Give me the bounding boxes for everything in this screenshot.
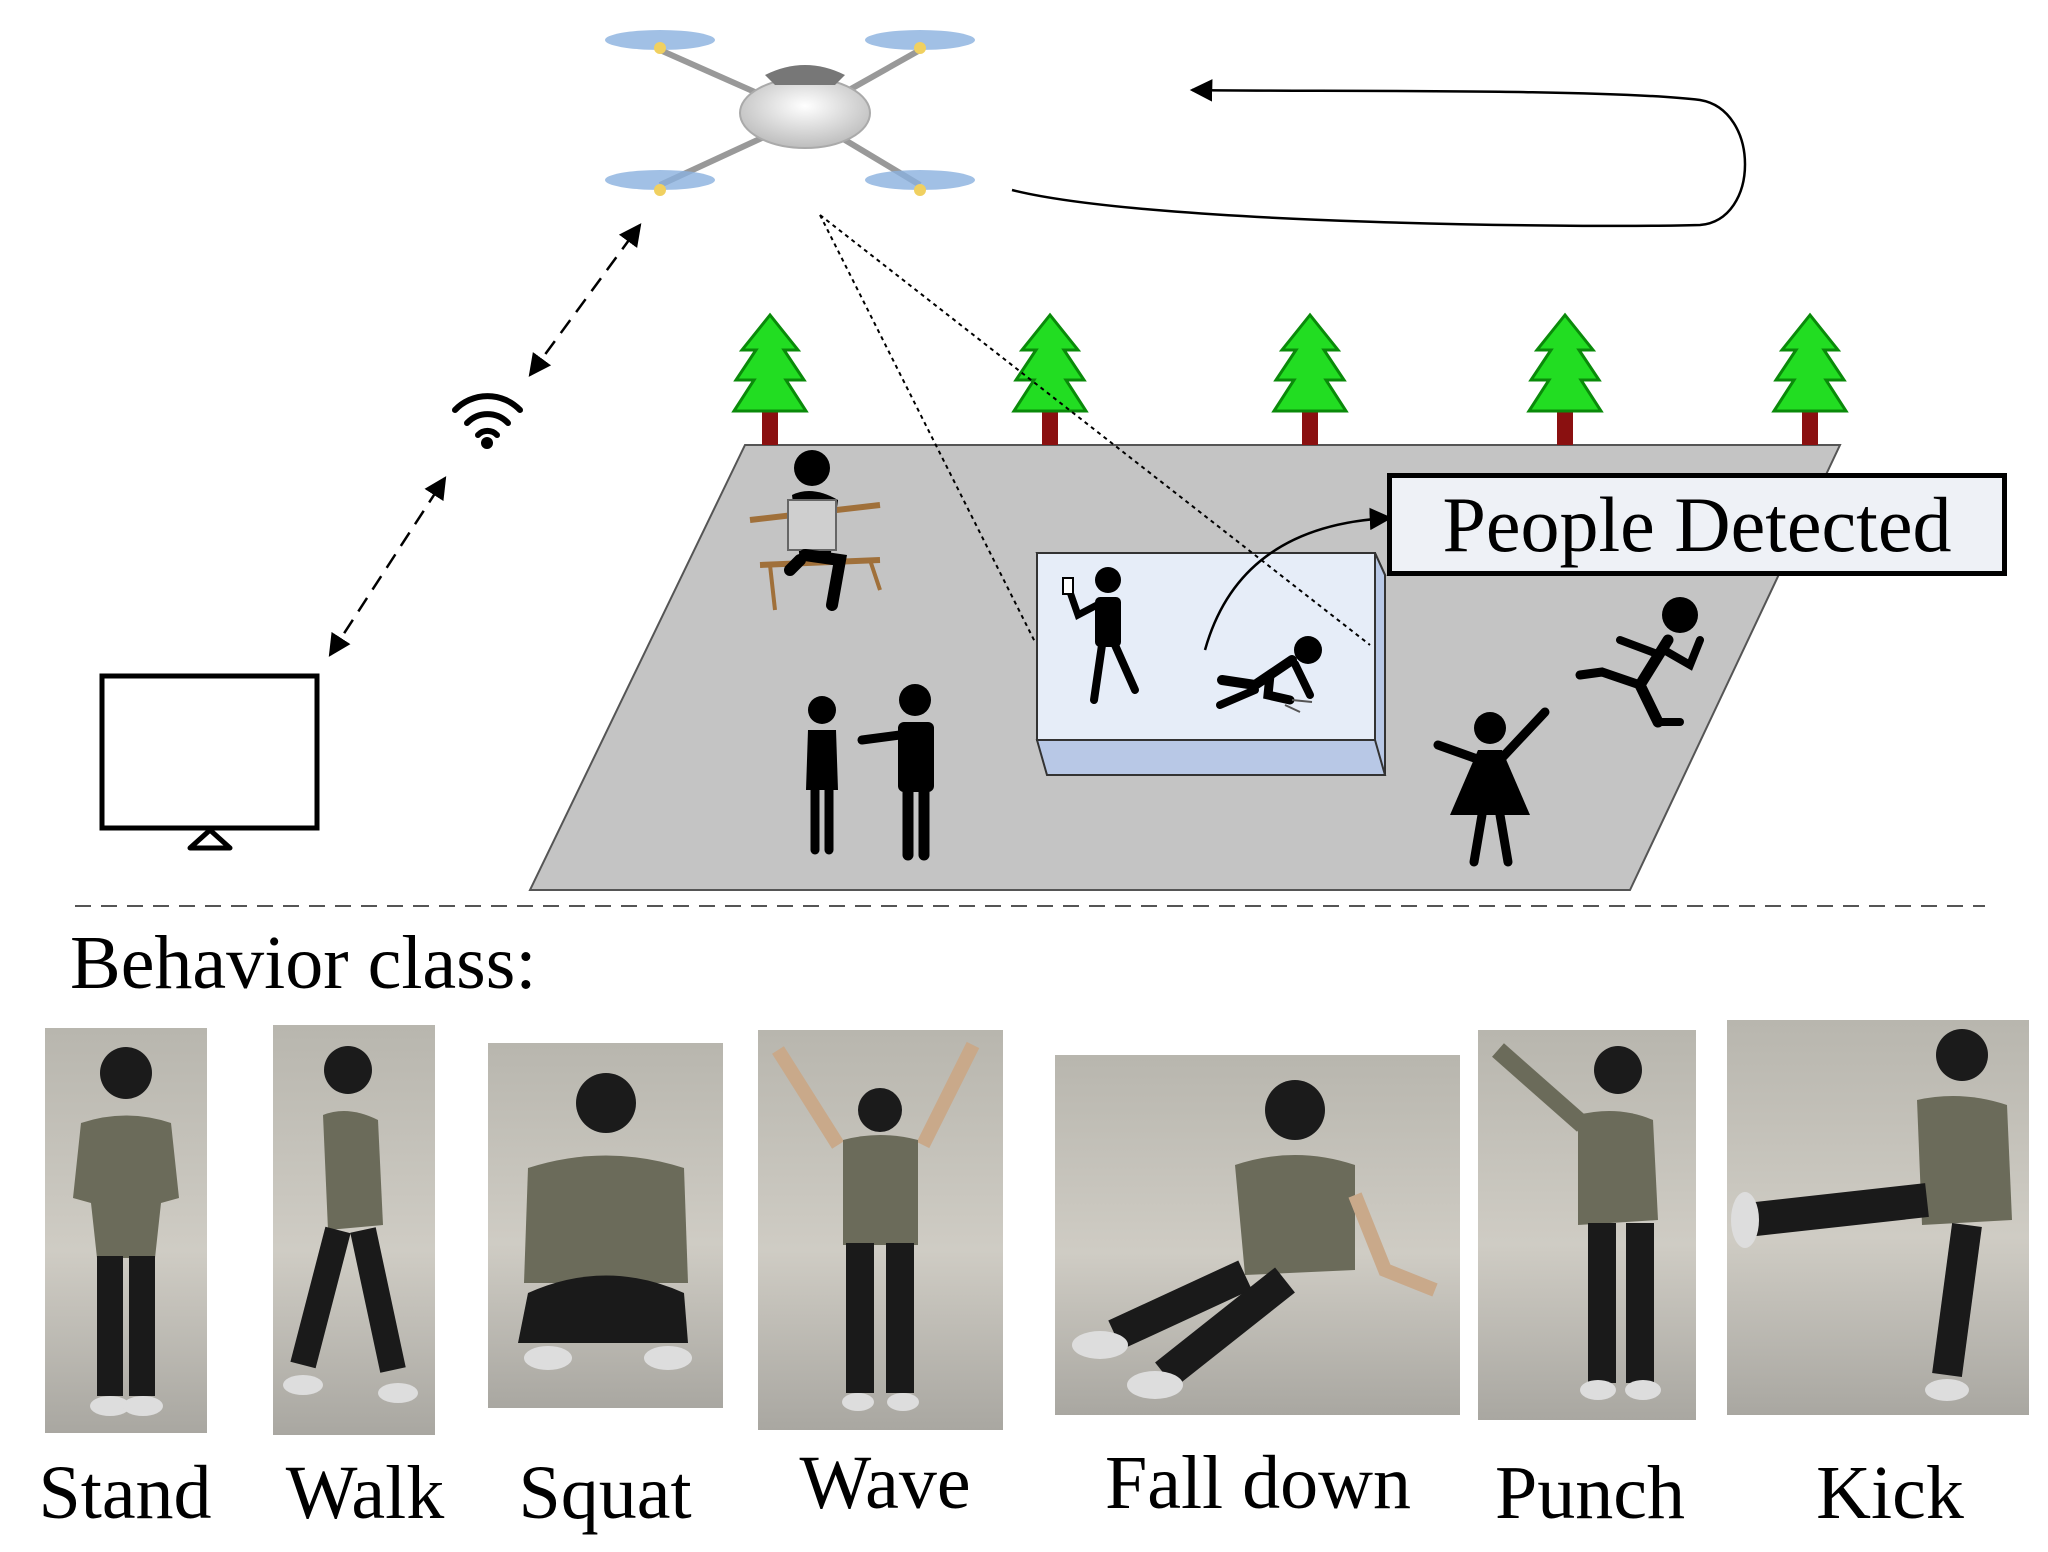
behavior-photo-stand <box>45 1028 207 1433</box>
detection-panel <box>1035 507 1393 776</box>
behavior-label-punch: Punch <box>1495 1451 1685 1535</box>
behavior-label-stand: Stand <box>38 1451 212 1535</box>
behavior-photo-fall-down <box>1055 1055 1460 1415</box>
behavior-label-kick: Kick <box>1816 1451 1964 1535</box>
tree-icon <box>1011 312 1089 445</box>
person-icon <box>1575 597 1704 728</box>
behavior-photo-kick <box>1727 1020 2029 1415</box>
monitor-icon <box>99 673 320 851</box>
behavior-photo-wave <box>758 1030 1003 1430</box>
person-icon <box>1433 707 1550 867</box>
tree-icon <box>1271 312 1349 445</box>
behavior-label-squat: Squat <box>518 1451 692 1535</box>
flight-path-arrow <box>1011 79 1747 228</box>
bench-reader-icon <box>749 450 882 611</box>
behavior-photo-punch <box>1478 1030 1696 1420</box>
comm-link-arrow <box>528 223 642 377</box>
tree-icon <box>731 312 809 445</box>
comm-link-arrow <box>328 476 447 657</box>
wifi-icon <box>452 393 523 449</box>
behavior-label-wave: Wave <box>799 1441 971 1525</box>
behavior-class-title: Behavior class: <box>70 921 537 1005</box>
behavior-photo-walk <box>273 1025 435 1435</box>
tree-icon <box>1526 312 1604 445</box>
behavior-photo-squat <box>488 1043 723 1408</box>
drone-icon <box>605 30 975 196</box>
tree-icon <box>1771 312 1849 445</box>
person-icon <box>857 684 934 861</box>
person-icon <box>806 696 838 855</box>
people-detected-label: People Detected <box>1387 473 2007 576</box>
behavior-label-fall-down: Fall down <box>1104 1441 1412 1525</box>
behavior-label-walk: Walk <box>285 1451 445 1535</box>
